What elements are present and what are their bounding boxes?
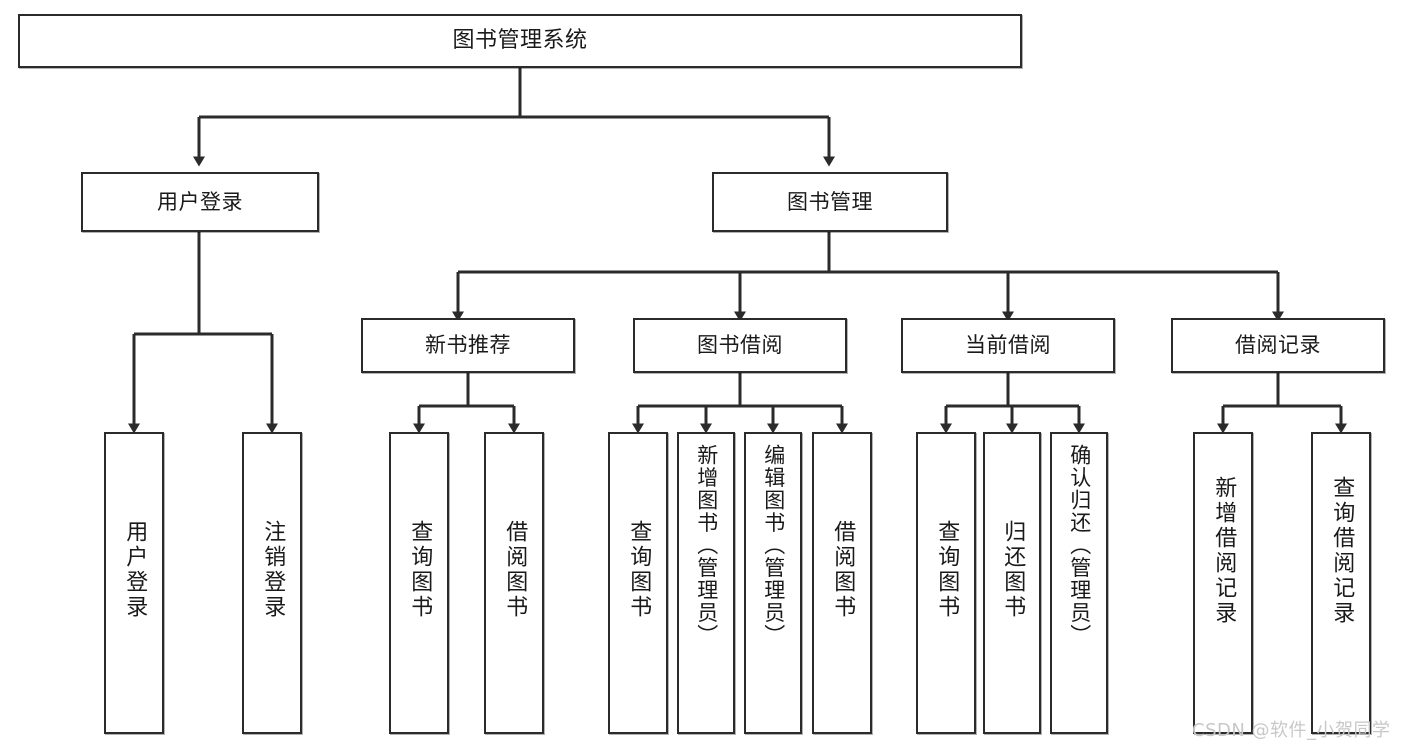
node-leaf-query-record-label: 查询借阅记录 [1329,476,1355,626]
node-leaf-add-book[interactable]: 新增图书（管理员） [677,432,735,734]
node-leaf-query-book-1[interactable]: 查询图书 [389,432,449,734]
node-leaf-logout-login[interactable]: 注销登录 [242,432,302,734]
node-leaf-borrow-book-2[interactable]: 借阅图书 [812,432,872,734]
node-leaf-add-record-label: 新增借阅记录 [1211,476,1237,626]
watermark: CSDN @软件_小贺同学 [1192,720,1391,741]
node-leaf-user-login[interactable]: 用户登录 [104,432,164,734]
node-borrow-record-label: 借阅记录 [1235,333,1321,358]
node-current-borrow-label: 当前借阅 [965,333,1051,358]
node-leaf-add-record[interactable]: 新增借阅记录 [1193,432,1253,734]
node-leaf-edit-book[interactable]: 编辑图书（管理员） [744,432,802,734]
node-leaf-return-book[interactable]: 归还图书 [983,432,1041,734]
node-new-book-recommend[interactable]: 新书推荐 [361,318,575,373]
node-leaf-confirm-return[interactable]: 确认归还（管理员） [1050,432,1108,734]
node-leaf-confirm-return-label: 确认归还（管理员） [1067,444,1092,647]
node-book-manage-label: 图书管理 [787,189,873,214]
node-leaf-add-book-label: 新增图书（管理员） [694,444,719,647]
node-book-borrow[interactable]: 图书借阅 [633,318,847,373]
node-leaf-return-book-label: 归还图书 [1000,520,1026,620]
node-borrow-record[interactable]: 借阅记录 [1171,318,1385,373]
node-leaf-query-book-1-label: 查询图书 [407,520,433,620]
node-book-borrow-label: 图书借阅 [697,333,783,358]
node-book-manage[interactable]: 图书管理 [712,172,948,232]
node-leaf-logout-login-label: 注销登录 [260,520,286,620]
node-leaf-borrow-book-1[interactable]: 借阅图书 [484,432,544,734]
node-leaf-borrow-book-1-label: 借阅图书 [502,520,528,620]
node-leaf-user-login-label: 用户登录 [122,520,148,620]
node-leaf-edit-book-label: 编辑图书（管理员） [761,444,786,647]
node-leaf-query-book-2-label: 查询图书 [626,520,652,620]
node-leaf-query-book-3-label: 查询图书 [934,520,960,620]
node-current-borrow[interactable]: 当前借阅 [901,318,1115,373]
node-root[interactable]: 图书管理系统 [18,14,1022,68]
node-root-label: 图书管理系统 [452,28,588,54]
node-leaf-query-book-3[interactable]: 查询图书 [916,432,976,734]
node-leaf-query-book-2[interactable]: 查询图书 [608,432,668,734]
node-leaf-query-record[interactable]: 查询借阅记录 [1311,432,1371,734]
node-user-login-label: 用户登录 [157,189,243,214]
node-new-book-recommend-label: 新书推荐 [425,333,511,358]
node-leaf-borrow-book-2-label: 借阅图书 [830,520,856,620]
node-user-login[interactable]: 用户登录 [81,172,319,232]
